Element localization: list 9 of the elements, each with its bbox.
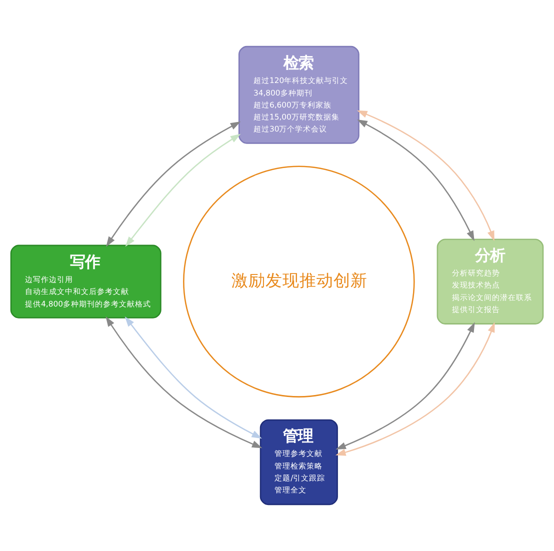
arrow xyxy=(356,110,494,242)
arrow xyxy=(106,121,241,247)
arrow xyxy=(357,120,474,242)
node-circle: 激励发现推动创新 xyxy=(183,166,415,398)
arrow xyxy=(336,322,475,450)
arrow xyxy=(125,134,241,247)
arrow xyxy=(106,316,262,448)
arrow xyxy=(124,316,262,439)
arrow xyxy=(335,322,495,456)
